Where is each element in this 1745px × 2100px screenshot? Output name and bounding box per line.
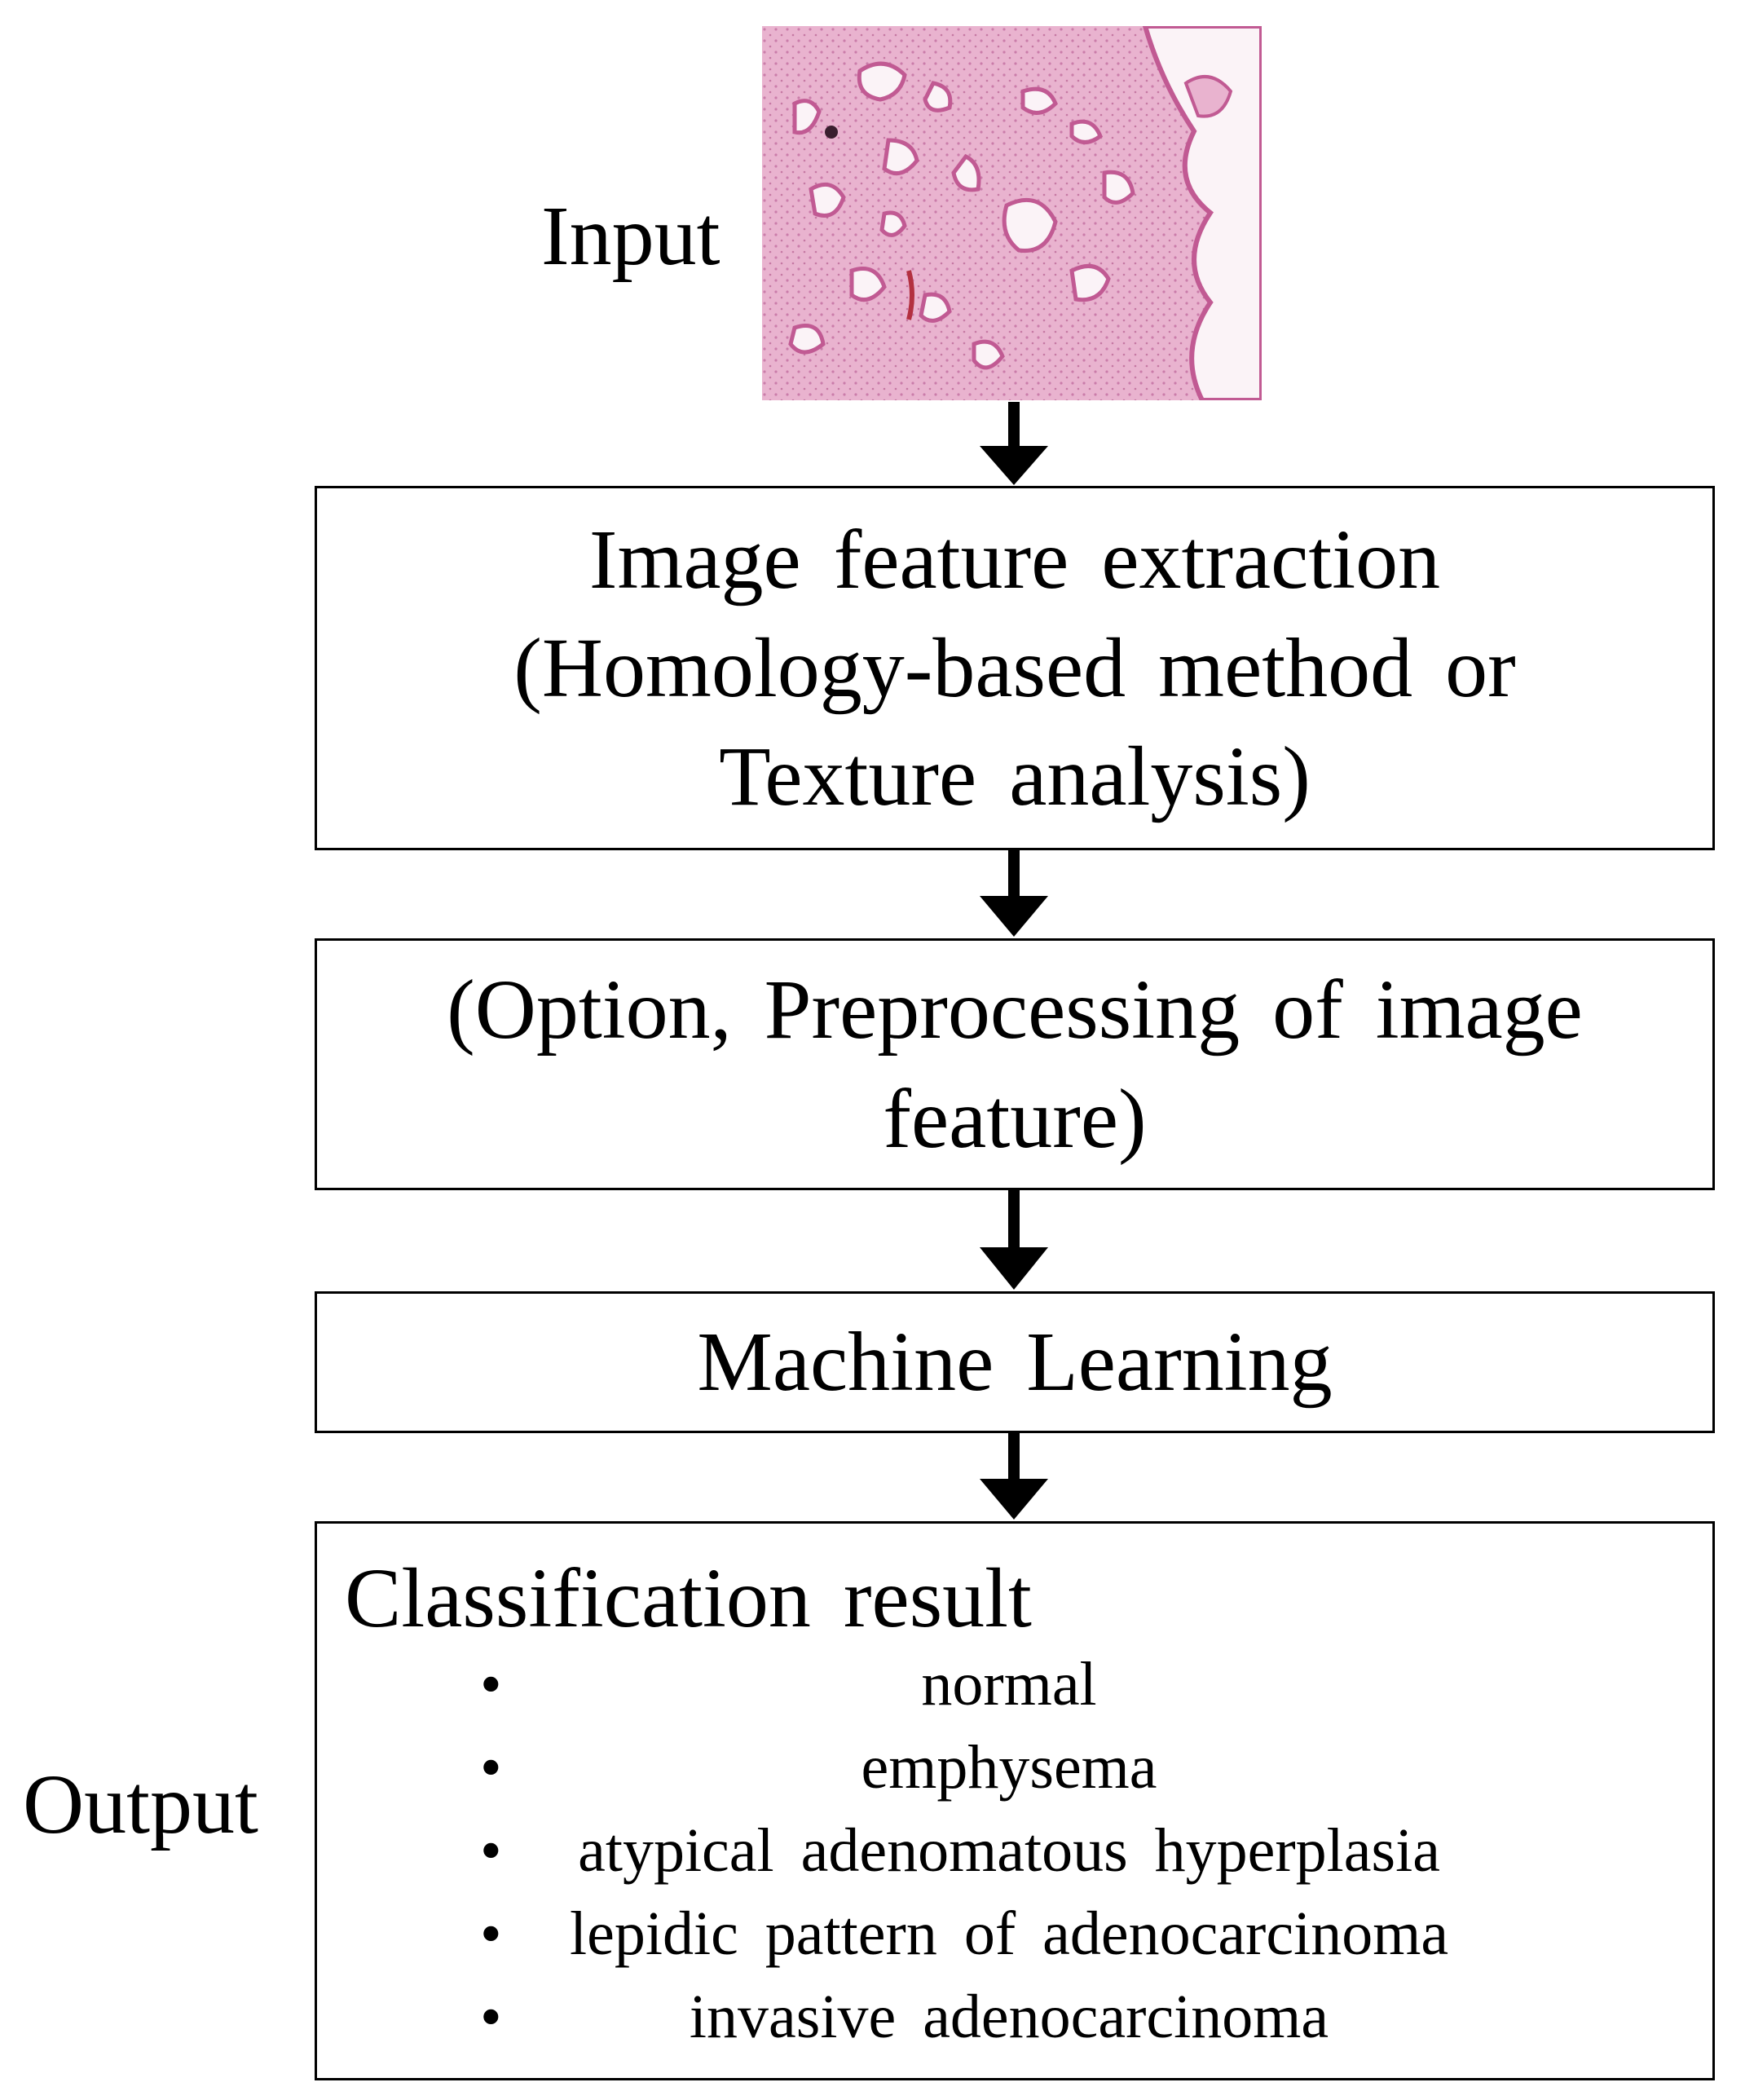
feature-extraction-line-1: Image feature extraction (588, 512, 1441, 607)
arrow-extraction-to-preprocessing (980, 850, 1048, 937)
feature-extraction-line-3: Texture analysis) (719, 730, 1311, 824)
result-item-invasive: • invasive adenocarcinoma (317, 1975, 1448, 2058)
result-item-lepidic: • lepidic pattern of adenocarcinoma (317, 1892, 1448, 1975)
feature-extraction-box: Image feature extraction (Homology-based… (315, 486, 1715, 850)
result-item-emphysema: • emphysema (317, 1726, 1448, 1809)
result-item-label: normal (921, 1650, 1097, 1718)
classification-result-title: Classification result (345, 1551, 1032, 1645)
arrow-input-to-extraction (980, 402, 1048, 485)
output-label: Output (23, 1758, 258, 1851)
result-item-label: emphysema (861, 1733, 1157, 1802)
arrow-preprocessing-to-ml (980, 1190, 1048, 1290)
preprocessing-line-1: (Option, Preprocessing of image (447, 963, 1583, 1057)
preprocessing-box: (Option, Preprocessing of image feature) (315, 938, 1715, 1190)
result-item-label: atypical adenomatous hyperplasia (578, 1816, 1440, 1885)
result-item-aah: • atypical adenomatous hyperplasia (317, 1809, 1448, 1892)
classification-result-list: • normal • emphysema • atypical adenomatous… (317, 1643, 1448, 2058)
arrow-ml-to-result (980, 1433, 1048, 1520)
input-label: Input (541, 189, 720, 283)
classification-result-box: Classification result • normal • emphysema… (315, 1521, 1715, 2080)
bullet-icon: • (480, 1650, 502, 1718)
bullet-icon: • (480, 1983, 502, 2051)
machine-learning-label: Machine Learning (697, 1315, 1333, 1410)
preprocessing-line-2: feature) (883, 1071, 1147, 1166)
bullet-icon: • (480, 1816, 502, 1885)
feature-extraction-line-2: (Homology-based method or (513, 620, 1516, 715)
result-item-normal: • normal (317, 1643, 1448, 1726)
result-item-label: lepidic pattern of adenocarcinoma (570, 1899, 1449, 1968)
machine-learning-box: Machine Learning (315, 1291, 1715, 1433)
bullet-icon: • (480, 1899, 502, 1968)
result-item-label: invasive adenocarcinoma (689, 1983, 1329, 2051)
histology-image (762, 26, 1262, 400)
bullet-icon: • (480, 1733, 502, 1802)
